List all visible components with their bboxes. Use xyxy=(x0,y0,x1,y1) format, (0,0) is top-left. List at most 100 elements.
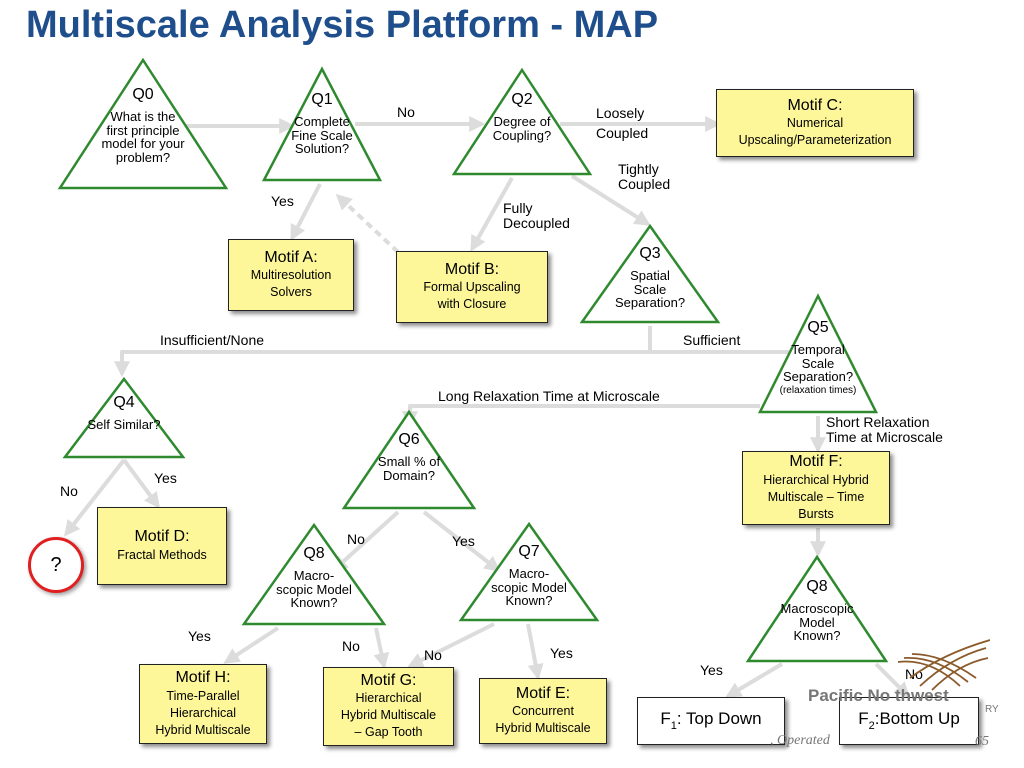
outcome-f2-box: F2:Bottom Up xyxy=(839,697,979,745)
triangle-outline xyxy=(57,57,229,190)
motif-description: Fractal Methods xyxy=(117,547,207,562)
motif-title: Motif F: xyxy=(789,453,843,471)
edge-q8a-motif-g xyxy=(373,627,390,670)
motif-d-box: Motif D:Fractal Methods xyxy=(97,507,227,585)
question-text: Self Similar? xyxy=(87,417,161,432)
edge-q7-motif-g xyxy=(407,622,495,668)
triangle-shape xyxy=(579,223,721,324)
lab-name: Pacific No thwest xyxy=(808,686,949,705)
edge-q7-motif-e xyxy=(526,623,544,681)
triangle-outline xyxy=(451,67,593,176)
motif-description: Hierarchical xyxy=(170,705,236,720)
motif-description: Time-Parallel xyxy=(166,688,240,703)
label-q1-no: No xyxy=(397,104,415,120)
triangle-outline xyxy=(757,293,879,414)
motif-title: Motif D: xyxy=(134,528,190,546)
triangle-shape xyxy=(341,409,477,510)
question-note: (relaxation times) xyxy=(779,384,857,396)
edge-q4-unknown xyxy=(64,458,126,537)
label-q6-no: No xyxy=(347,531,365,547)
question-id: Q0 xyxy=(132,86,154,103)
motif-description: – Gap Tooth xyxy=(354,725,423,740)
motif-b-box: Motif B: Formal Upscaling with Closure xyxy=(396,251,548,323)
edge-q8b-f2 xyxy=(874,662,911,699)
edge-q6-q8a xyxy=(331,510,400,573)
triangle-shape xyxy=(62,376,186,459)
edge-q8b-f1 xyxy=(725,662,784,698)
motif-description: Multiscale – Time xyxy=(767,489,865,504)
question-id: Q7 xyxy=(518,543,540,560)
triangle-shape xyxy=(745,554,889,663)
outcome-f2-label: F2:Bottom Up xyxy=(858,709,960,732)
question-id: Q1 xyxy=(311,91,333,108)
question-id: Q5 xyxy=(807,319,829,336)
triangle-outline xyxy=(261,66,383,182)
triangle-outline xyxy=(745,554,889,663)
triangle-shape xyxy=(451,67,593,176)
motif-description: Solvers xyxy=(270,285,312,300)
motif-description: Hybrid Multiscale xyxy=(340,708,437,723)
edge-q2-q3 xyxy=(570,174,651,226)
motif-title: Motif A: xyxy=(264,248,318,266)
motif-description: Multiresolution xyxy=(250,268,332,283)
question-id: Q4 xyxy=(113,394,135,411)
triangle-shape xyxy=(57,57,229,190)
lab-logo xyxy=(897,639,990,691)
edge-q8a-motif-h xyxy=(223,626,280,664)
motif-title: Motif B: xyxy=(444,260,500,278)
edge-q2-motif-b xyxy=(470,177,514,252)
label-q7-no: No xyxy=(424,647,442,663)
label-q8b-yes: Yes xyxy=(700,662,723,678)
edge-motif-b-q1 xyxy=(335,193,400,254)
triangle-outline xyxy=(241,522,387,626)
motif-description: Bursts xyxy=(798,506,834,521)
question-id: Q2 xyxy=(511,91,533,108)
label-q5-long: Long Relaxation Time at Microscale xyxy=(438,388,660,404)
motif-description: Concurrent xyxy=(512,704,574,719)
motif-description: Upscaling/Parameterization xyxy=(738,133,892,148)
motif-title: Motif E: xyxy=(515,684,571,702)
footer-text: , Operated xyxy=(770,733,830,748)
edge-q4-motif-d xyxy=(122,458,160,509)
edge-q3-q4 xyxy=(114,326,652,378)
unknown-outcome-circle: ? xyxy=(28,537,84,593)
unknown-outcome-label: ? xyxy=(50,553,62,576)
label-q6-yes: Yes xyxy=(452,533,475,549)
outcome-f1-label: F1: Top Down xyxy=(660,709,762,732)
lab-name-tail: RY xyxy=(985,704,999,715)
label-q4-no: No xyxy=(60,483,78,499)
motif-description: with Closure xyxy=(437,297,507,312)
motif-description: Formal Upscaling xyxy=(423,280,521,295)
triangle-shape xyxy=(261,66,383,182)
label-q1-yes: Yes xyxy=(271,193,294,209)
edge-q6-q7 xyxy=(422,510,501,572)
motif-description: Hierarchical xyxy=(355,691,422,706)
motif-description: Hybrid Multiscale xyxy=(495,721,591,736)
label-q8b-no: No xyxy=(905,666,923,682)
label-q8a-no: No xyxy=(342,638,360,654)
label-q8a-yes: Yes xyxy=(188,628,211,644)
